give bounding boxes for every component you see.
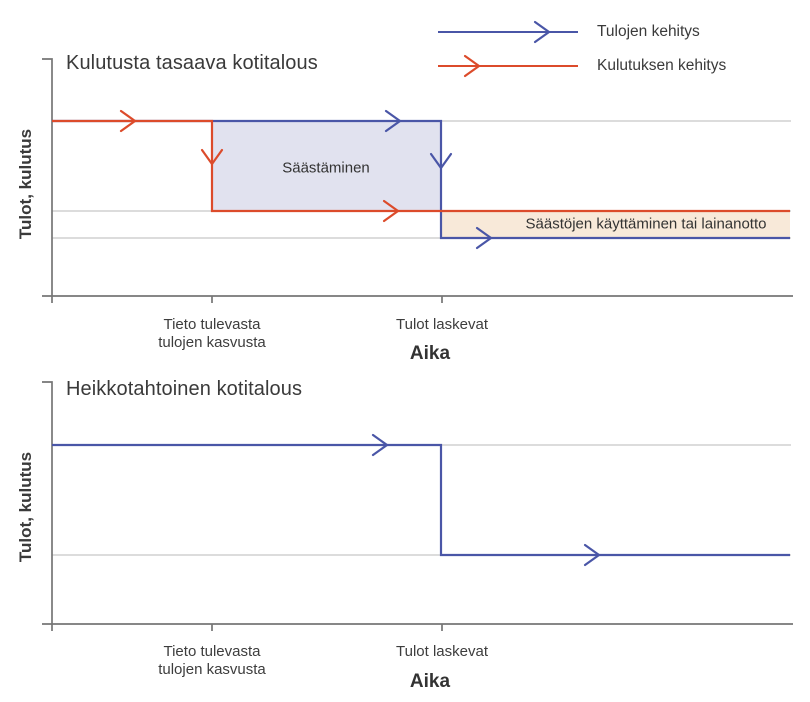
panel2-tick-label-income-falls: Tulot laskevat	[396, 643, 488, 660]
panel1-tick-label-income-falls: Tulot laskevat	[396, 316, 488, 333]
y-axis-p1	[42, 58, 53, 303]
income-right-arrow-icon	[371, 433, 389, 457]
borrowing-region	[441, 211, 790, 238]
saving-region	[212, 121, 441, 211]
borrowing-region-label: Säästöjen käyttäminen tai lainanotto	[525, 215, 767, 233]
saving-region-label: Säästäminen	[282, 159, 370, 177]
consumption-down-arrow-icon	[200, 148, 224, 166]
legend-income-arrow-icon	[533, 20, 551, 44]
income-right-arrow-icon	[384, 109, 402, 133]
income-line-p2	[52, 443, 790, 557]
y-axis-p2	[42, 381, 53, 631]
income-down-arrow-icon	[429, 152, 453, 170]
income-right-arrow-icon	[583, 543, 601, 567]
panel2-title: Heikkotahtoinen kotitalous	[66, 378, 303, 400]
panel2-tick-label-news: Tieto tulevasta tulojen kasvusta	[158, 643, 266, 678]
panel1-x-axis-label: Aika	[409, 343, 451, 364]
panel2-y-axis-label: Tulot, kulutus	[16, 451, 35, 563]
consumption-right-arrow-icon	[119, 109, 137, 133]
legend-consumption-label: Kulutuksen kehitys	[597, 57, 727, 74]
consumption-right-arrow-icon	[382, 199, 400, 223]
legend-income-label: Tulojen kehitys	[597, 23, 700, 40]
panel1-title: Kulutusta tasaava kotitalous	[66, 52, 318, 74]
panel1-y-axis-label: Tulot, kulutus	[16, 128, 35, 240]
consumption-line-p1	[52, 119, 790, 213]
legend-consumption-arrow-icon	[463, 54, 481, 78]
income-right-arrow-icon	[475, 226, 493, 250]
panel2-x-axis-label: Aika	[409, 671, 451, 692]
income-line-p1	[52, 119, 790, 240]
panel1-tick-label-news: Tieto tulevasta tulojen kasvusta	[158, 316, 266, 351]
